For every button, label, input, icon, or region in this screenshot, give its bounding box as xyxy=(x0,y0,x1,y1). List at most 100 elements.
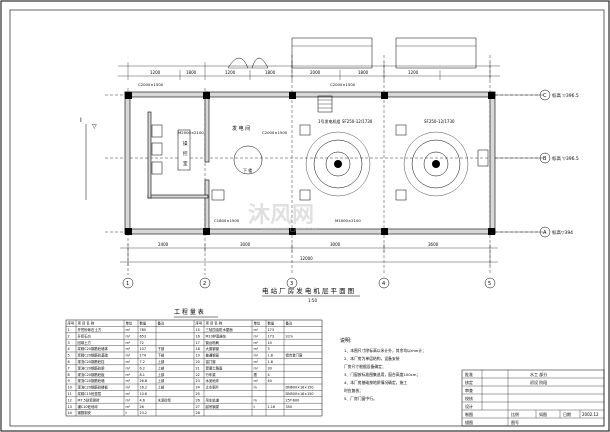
table-cell: 吊车轨道 xyxy=(206,397,220,402)
table-header-cell: 序号 xyxy=(68,321,75,326)
table-cell: 止水铜片 xyxy=(206,385,220,390)
table-cell: 4 xyxy=(268,373,270,377)
table-cell: 上部 xyxy=(158,372,165,377)
table-cell: 浆砌C20钢筋砼墙体 xyxy=(78,346,109,351)
section-marker: Ⅰ ▽ xyxy=(80,117,97,200)
tb-row-6: 制图 xyxy=(465,411,473,417)
table-cell: m² xyxy=(254,328,259,332)
table-cell: 窗台粉刷 xyxy=(206,340,220,345)
dim-total: 12000 xyxy=(300,256,313,261)
generator-2 xyxy=(403,131,469,197)
table-cell: 铝合金门窗 xyxy=(286,353,304,358)
generator-1 xyxy=(305,131,371,197)
unit-spec-right: SF250-12/1730 xyxy=(424,119,455,124)
table-cell: 1.8 xyxy=(268,360,273,364)
note-line-5: 4、本厂房基础按地质情况确定，施工 xyxy=(344,380,407,385)
window-tag-top: C2000×1500 xyxy=(138,82,164,87)
table-cell: t xyxy=(126,411,128,415)
table-cell: 30 xyxy=(268,366,272,370)
table-header-cell: 备注 xyxy=(286,321,293,326)
door-tag-2: C2000×1500 xyxy=(262,130,288,135)
table-header-cell: 单位 xyxy=(254,321,261,326)
door-tag-1: M2000×2100 xyxy=(178,130,204,135)
axis-col-4: 4 xyxy=(382,281,385,287)
table-cell: 6.2 xyxy=(140,366,145,370)
stair xyxy=(317,95,333,113)
table-cell: 780 xyxy=(140,328,146,332)
table-cell: 16.2 xyxy=(140,386,148,390)
table-cell: 钢筋制安 xyxy=(78,410,92,415)
table-cell: 27 xyxy=(196,405,200,409)
right-label-1: 标高 ▽396.5 xyxy=(552,92,579,99)
table-cell: 1.16 xyxy=(268,405,276,409)
table-cell: DN500×16×150 xyxy=(286,392,314,396)
table-cell: 4 xyxy=(68,347,70,351)
table-cell: m² xyxy=(254,341,259,345)
table-cell: 现浇C20钢筋砼柱 xyxy=(78,359,106,364)
table-cell: 107 xyxy=(140,347,146,351)
table-cell: 铝门窗 xyxy=(206,359,217,364)
table-cell: 173 xyxy=(268,328,274,332)
table-cell: 下部 xyxy=(158,346,165,351)
tb-scale-label: 比例 xyxy=(511,411,519,417)
table-cell: 13 xyxy=(68,405,72,409)
tb-row-2: 核定 xyxy=(465,379,473,385)
table-cell: 上部 xyxy=(158,359,165,364)
table-cell: 上部 xyxy=(158,385,165,390)
dim-upper-6: 1800 xyxy=(358,70,369,75)
table-cell: 水泥地坪 xyxy=(206,378,220,383)
dim-upper-2: 1800 xyxy=(186,70,197,75)
table-cell: 25 xyxy=(196,392,200,396)
table-cell: m³ xyxy=(126,341,131,345)
table-cell: 7.2 xyxy=(140,360,145,364)
table-cell: 大窗钢窗 xyxy=(206,346,220,351)
table-cell: 20 xyxy=(196,360,200,364)
elev-left: ▽ xyxy=(92,123,97,130)
dim-seg-3: 3000 xyxy=(330,242,341,247)
aux-equipment xyxy=(211,124,489,201)
table-cell: 上部 xyxy=(158,365,165,370)
table-title: 工 程 量 表 xyxy=(174,308,204,316)
stair-label: 下 楼 xyxy=(243,167,252,173)
tb-date-label: 日期 xyxy=(563,411,571,417)
table-cell: 7 xyxy=(68,366,70,370)
title-block: 批准 核定 审查 校核 设计 制图 描图 水工 部分 初设 阶段 比例 如图 日… xyxy=(461,369,605,427)
table-header-cell: 备注 xyxy=(158,321,165,326)
table-cell: m³ xyxy=(126,360,131,364)
table-cell: 21 xyxy=(196,366,200,370)
table-cell: 现浇C20钢筋砼板 xyxy=(78,372,106,377)
notes-heading: 说明: xyxy=(340,337,352,344)
axis-col-5: 5 xyxy=(488,281,491,287)
table-cell: m³ xyxy=(126,347,131,351)
tb-row-5: 设计 xyxy=(465,403,473,409)
table-cell: 开挖石方 xyxy=(78,333,92,338)
table-cell: m² xyxy=(254,334,259,338)
table-cell: m³ xyxy=(126,386,131,390)
table-cell: M10护面抹灰 xyxy=(206,333,227,338)
plan-drawing: 1200 1800 1200 1800 2000 1800 1200 xyxy=(80,37,579,303)
dim-seg-2: 3000 xyxy=(240,242,251,247)
watermark: 沐风网 WWW.MFCAD.COM xyxy=(248,203,319,234)
table-cell: 铺C10砼地坪 xyxy=(78,404,99,409)
table-cell: 现浇C20钢筋砼楼板 xyxy=(78,385,109,390)
table-cell: 普通钢窗 xyxy=(206,353,220,358)
table-header-cell: 序号 xyxy=(196,321,203,326)
table-cell: 19 xyxy=(196,354,200,358)
dim-upper-1: 1200 xyxy=(150,70,161,75)
table-cell: 回填土方 xyxy=(78,340,92,345)
axis-col-1: 1 xyxy=(126,281,129,287)
right-label-2: 标高 ▽396.5 xyxy=(552,155,579,162)
axis-col-3: 3 xyxy=(290,281,293,287)
table-cell: 15 xyxy=(196,328,200,332)
table-header-cell: 数量 xyxy=(140,321,147,326)
table-cell: 173 xyxy=(268,334,274,338)
table-cell: 350 xyxy=(286,405,292,409)
table-cell: m xyxy=(254,398,258,402)
table-cell: DN600×16×150 xyxy=(286,386,314,390)
section-mark: Ⅰ xyxy=(80,117,82,124)
unit-spec-left: 1号发电机组 SF250-12/1730 xyxy=(318,118,373,124)
